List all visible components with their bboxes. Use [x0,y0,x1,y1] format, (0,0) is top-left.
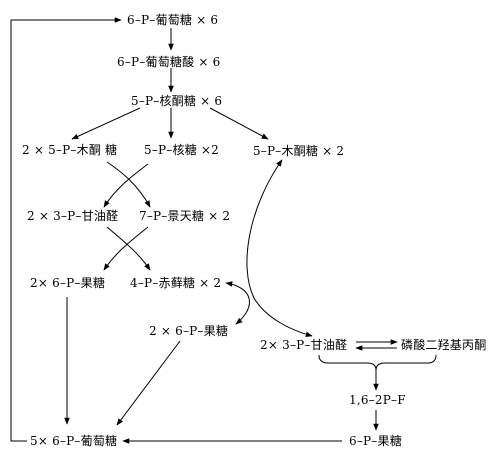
arrow-ribose-to-gap-left [103,163,149,208]
arrow-ribulose-to-xylulose-left [71,107,141,140]
arrow-gap-to-erythrose [106,226,151,271]
node-gap-right: 2× 3–P–甘油醛 [260,338,348,352]
node-sedoheptulose: 7–P–景天糖 × 2 [139,209,231,223]
node-ribose: 5–P–核糖 ×2 [144,143,220,157]
node-g6p-bottom: 5× 6–P–葡萄糖 [30,434,118,448]
arrow-f6p-mid-to-g6p-bottom [116,340,181,426]
node-xylulose-right: 5–P–木酮糖 × 2 [253,144,345,158]
node-dhap: 磷酸二羟基丙酮 [401,338,487,352]
arrow-recycle-to-top [10,17,122,442]
node-g6p-top: 6–P–葡萄糖 × 6 [127,13,219,27]
arrow-xylulose-right-curve [246,159,313,338]
node-gluconate: 6–P–葡萄糖酸 × 6 [117,55,221,69]
arrow-erythrose-f6p-mid [225,281,250,325]
node-gap-left: 2 × 3–P–甘油醛 [27,209,119,223]
node-erythrose: 4–P–赤藓糖 × 2 [130,276,222,290]
arrow-ribulose-to-xylulose-right [209,107,269,140]
arrow-xylulose-to-sedoheptulose [106,161,151,208]
node-xylulose-left: 2 × 5–P–木酮 糖 [22,143,118,157]
node-f6p-mid: 2 × 6–P–果糖 [149,324,229,338]
node-f6p-left: 2× 6–P–果糖 [30,276,106,290]
node-fbp: 1,6–2P–F [349,393,406,407]
arrow-sedoheptulose-to-f6p-left [103,226,149,271]
brace-gap-dhap [318,354,437,371]
node-ribulose: 5–P–核酮糖 × 6 [131,94,223,108]
node-f6p-right: 6–P–果糖 [349,434,402,448]
